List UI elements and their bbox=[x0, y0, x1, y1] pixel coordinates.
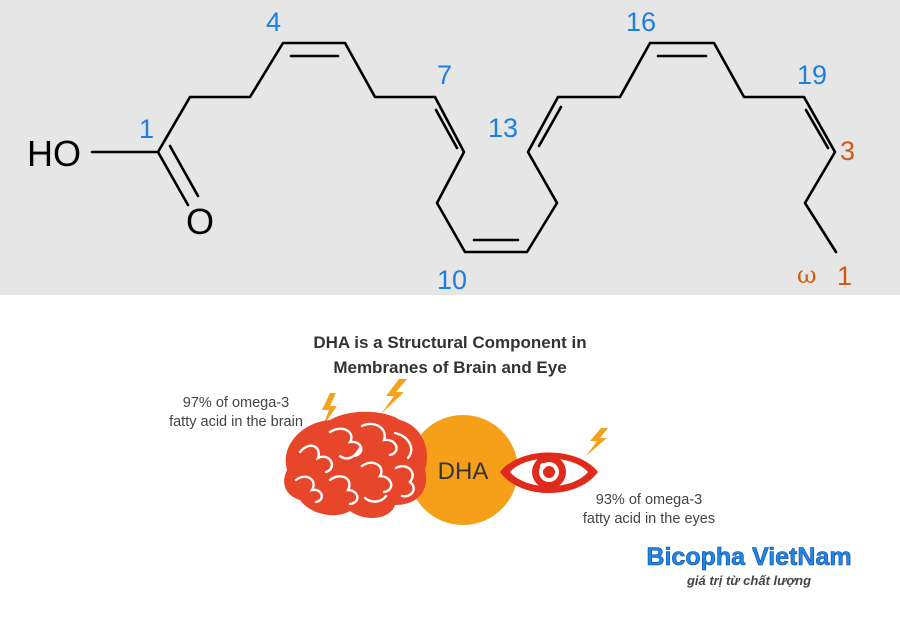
omega-number-3: 3 bbox=[840, 136, 855, 166]
dha-skeletal-formula: HO O 1 4 7 10 13 16 19 3 ω 1 bbox=[27, 7, 855, 295]
lightning-icon bbox=[586, 428, 608, 456]
carbon-number-7: 7 bbox=[437, 60, 452, 90]
double-bond-c13 bbox=[537, 105, 563, 148]
carbon-number-13: 13 bbox=[488, 113, 518, 143]
carbonyl-bond-second bbox=[168, 144, 200, 198]
double-bond-c19 bbox=[804, 108, 830, 150]
dha-circle bbox=[408, 415, 518, 525]
brand-tagline: giá trị từ chất lượng bbox=[686, 573, 811, 588]
double-bond-c7 bbox=[434, 108, 459, 150]
omega-symbol: ω bbox=[797, 261, 817, 289]
carbon-number-19: 19 bbox=[797, 60, 827, 90]
eye-caption-line1: 93% of omega-3 bbox=[596, 492, 702, 508]
carbon-chain bbox=[90, 41, 838, 254]
infographic-title-line1: DHA is a Structural Component in bbox=[313, 333, 586, 352]
carbon-number-16: 16 bbox=[626, 7, 656, 37]
carbonyl-oxygen-label: O bbox=[186, 201, 214, 242]
hydroxyl-label: HO bbox=[27, 133, 81, 174]
lightning-icon bbox=[381, 379, 407, 414]
infographic-title-line2: Membranes of Brain and Eye bbox=[333, 358, 566, 377]
brain-caption-line1: 97% of omega-3 bbox=[183, 395, 289, 411]
carbon-number-4: 4 bbox=[266, 7, 281, 37]
eye-icon bbox=[500, 452, 598, 493]
brain-icon bbox=[284, 411, 428, 518]
omega-number-1: 1 bbox=[837, 261, 852, 291]
carbon-number-1: 1 bbox=[139, 114, 154, 144]
eye-caption-line2: fatty acid in the eyes bbox=[583, 511, 715, 527]
lightning-icon bbox=[322, 393, 337, 426]
brand-watermark: Bicopha VietNam bbox=[646, 543, 851, 571]
carbonyl-bond bbox=[156, 150, 190, 207]
dha-label: DHA bbox=[438, 458, 489, 485]
brain-caption-line2: fatty acid in the brain bbox=[169, 414, 303, 430]
carbon-number-10: 10 bbox=[437, 265, 467, 295]
structure-panel bbox=[0, 0, 900, 295]
